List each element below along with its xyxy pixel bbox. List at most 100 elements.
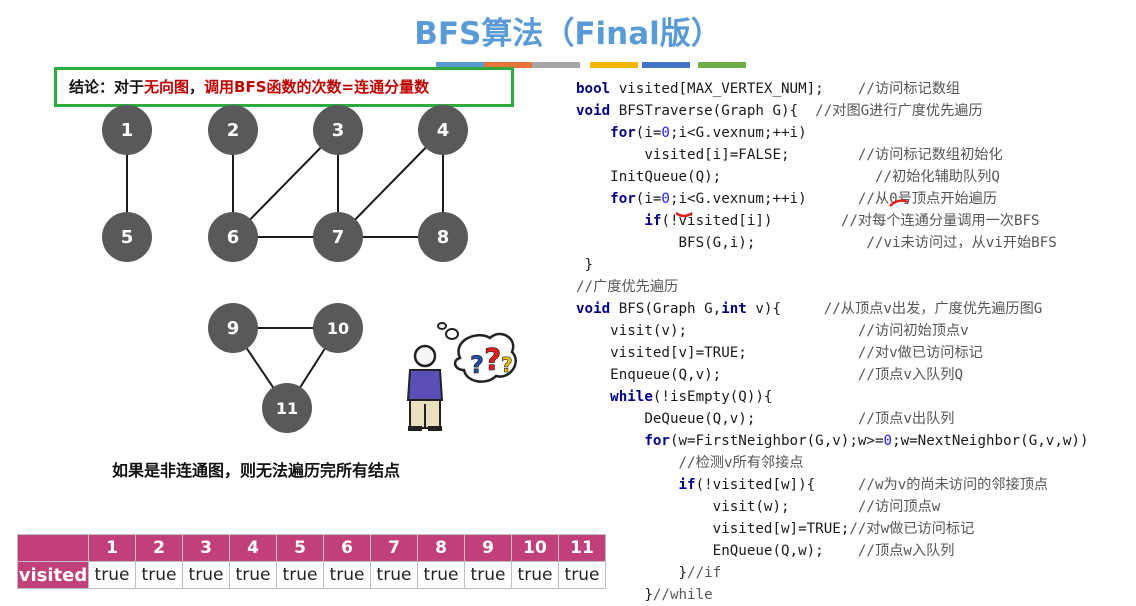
conclusion-box: 结论：对于无向图，调用BFS函数的次数=连通分量数 [54,67,514,107]
code-text: (!visited[w]){ [695,477,858,493]
code-text: } [576,257,594,273]
code-text: visit(w); [576,499,858,515]
code-line: void BFS(Graph G,int v){ //从顶点v出发，广度优先遍历… [576,298,1136,320]
stripe [436,62,484,68]
code-text: (i= [635,191,662,207]
code-listing: bool visited[MAX_VERTEX_NUM]; //访问标记数组 vo… [576,78,1136,606]
code-line: }//if [576,562,1136,584]
code-comment: //顶点v出队列 [857,411,955,427]
visited-value-cell: true [135,561,183,589]
visited-value-cell: true [88,561,136,589]
code-line: visited[i]=FALSE; //访问标记数组初始化 [576,144,1136,166]
code-line: visited[w]=TRUE;//对w做已访问标记 [576,518,1136,540]
visited-value-cell: true [464,561,512,589]
code-line: InitQueue(Q); //初始化辅助队列Q [576,166,1136,188]
code-keyword: void [576,103,611,119]
stripe [484,62,532,68]
code-line: if(!visited[i]) //对每个连通分量调用一次BFS [576,210,1136,232]
code-text [576,477,679,493]
graph-node-9: 9 [208,303,258,353]
code-text: ;i<G.vexnum;++i) [669,191,858,207]
graph-node-label: 4 [437,120,450,141]
code-line: EnQueue(Q,w); //顶点w入队列 [576,540,1136,562]
code-keyword: bool [576,81,611,97]
graph-node-3: 3 [313,105,363,155]
graph-node-circle [208,212,258,262]
visited-table-header: 11 [558,534,606,562]
graph-node-label: 1 [121,120,134,141]
stripe [642,62,690,68]
code-text: InitQueue(Q); [576,169,875,185]
visited-table-header: 1 [88,534,136,562]
graph-node-label: 3 [332,120,345,141]
code-line: //检测v所有邻接点 [576,452,1136,474]
conclusion-highlight-graph: 无向图 [144,78,190,96]
graph-node-label: 8 [437,227,450,248]
code-text [576,125,610,141]
code-text: visited[v]=TRUE; [576,345,858,361]
graph-node-1: 1 [102,105,152,155]
code-line: //广度优先遍历 [576,276,1136,298]
code-comment: //顶点v入队列Q [857,367,963,383]
visited-table-value-row: visited true true true true true true tr… [17,561,606,589]
code-comment: //访问标记数组初始化 [857,147,1003,163]
code-text: DeQueue(Q,v); [576,411,858,427]
svg-text:?: ? [484,343,501,378]
code-comment: //广度优先遍历 [576,279,679,295]
code-text: EnQueue(Q,w); [576,543,858,559]
code-text: (!visited[i]) [661,213,841,229]
stripe [590,62,638,68]
code-text: v){ [746,301,824,317]
visited-table-header: 3 [182,534,230,562]
code-comment: //对每个连通分量调用一次BFS [840,213,1040,229]
visited-table-header: 7 [370,534,418,562]
code-comment: //检测v所有邻接点 [678,455,804,471]
code-text: ;w=NextNeighbor(G,v,w)) [892,433,1089,449]
stripe [698,62,746,68]
conclusion-prefix: 结论：对于 [69,78,145,96]
code-line: bool visited[MAX_VERTEX_NUM]; //访问标记数组 [576,78,1136,100]
graph-node-circle [313,212,363,262]
code-line: } [576,254,1136,276]
code-text: ;i<G.vexnum;++i) [669,125,807,141]
code-text: Enqueue(Q,v); [576,367,858,383]
code-comment: //访问顶点w [857,499,941,515]
graph-node-circle [313,105,363,155]
code-comment: //从0号顶点开始遍历 [857,191,998,207]
visited-value-cell: true [511,561,559,589]
graph-node-4: 4 [418,105,468,155]
code-line: BFS(G,i); //vi未访问过，从vi开始BFS [576,232,1136,254]
code-number: 0 [661,125,670,141]
visited-value-cell: true [182,561,230,589]
graph-node-label: 9 [227,318,240,339]
code-comment: //对w做已访问标记 [849,521,975,537]
code-text: (w=FirstNeighbor(G,v);w>= [669,433,884,449]
conclusion-middle: ， [189,78,205,96]
thinking-person-icon: ? ? ? [406,322,517,431]
graph-node-label: 11 [276,399,298,418]
code-text: } [576,565,688,581]
code-text: visited[w]=TRUE; [576,521,850,537]
code-line: while(!isEmpty(Q)){ [576,386,1136,408]
code-text: BFSTraverse(Graph G){ [610,103,816,119]
code-keyword: for [610,125,636,141]
graph-node-8: 8 [418,212,468,262]
graph-node-circle [208,105,258,155]
code-comment: //对v做已访问标记 [857,345,983,361]
code-text: visit(v); [576,323,858,339]
graph-node-label: 10 [327,319,349,338]
code-text: visited[MAX_VERTEX_NUM]; [610,81,858,97]
code-line: }//while [576,584,1136,606]
visited-value-cell: true [229,561,277,589]
code-text [576,389,610,405]
visited-value-cell: true [323,561,371,589]
code-keyword: for [644,433,670,449]
code-comment: //访问标记数组 [857,81,961,97]
graph-node-label: 7 [332,227,345,248]
code-comment: //从顶点v出发，广度优先遍历图G [823,301,1043,317]
code-text [576,455,679,471]
code-line: visited[v]=TRUE; //对v做已访问标记 [576,342,1136,364]
graph-node-circle [262,383,312,433]
visited-value-cell: true [370,561,418,589]
graph-node-circle [102,105,152,155]
